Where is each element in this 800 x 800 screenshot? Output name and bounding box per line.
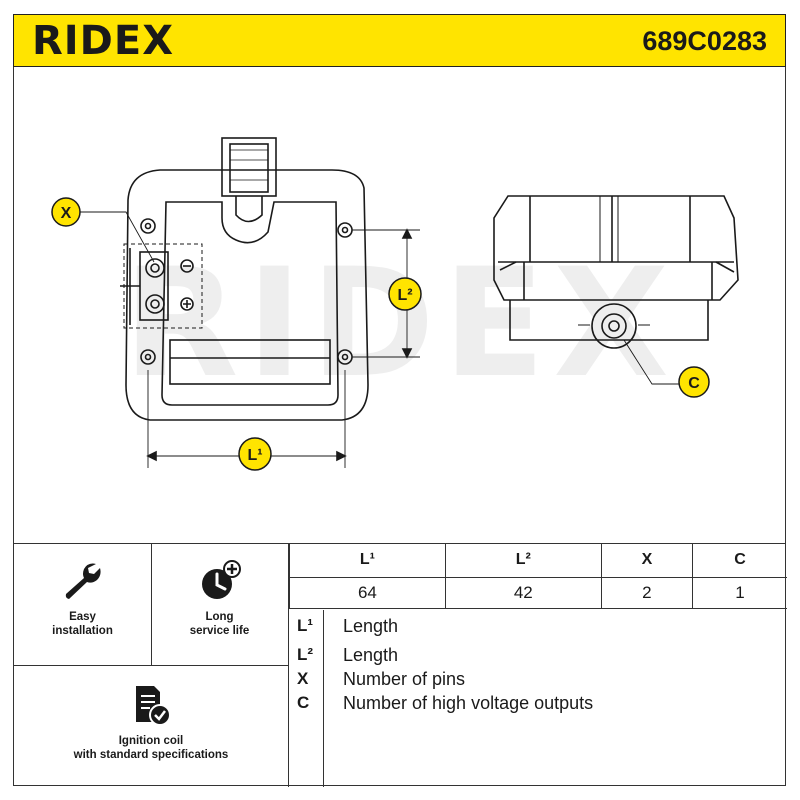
svg-text:L²: L² [397, 287, 412, 304]
specs-value-l2: 42 [444, 577, 602, 609]
header-bar: RIDEX 689C0283 [13, 14, 786, 67]
feature-standard-specifications: Ignition coil with standard specificatio… [14, 682, 288, 762]
legend-value: Length [343, 616, 399, 636]
wrench-icon [65, 563, 101, 599]
specs-header-row: L¹ L² X C [289, 544, 787, 578]
divider [323, 610, 324, 787]
feature-label: Ignition coil [118, 735, 184, 747]
feature-long-service-life: Long service life [151, 558, 288, 638]
feature-label: service life [189, 625, 250, 637]
marker-l2: L² [388, 277, 422, 311]
specs-header-x: X [600, 544, 693, 578]
specs-header-l2: L² [444, 544, 602, 578]
brand-logo: RIDEX [32, 18, 175, 64]
marker-l1: L¹ [238, 437, 272, 471]
legend-key: L² [297, 645, 314, 664]
legend-key: X [297, 669, 309, 688]
watermark-text: RIDEX [123, 237, 677, 411]
divider [288, 544, 289, 787]
marker-c: C [678, 366, 710, 398]
info-panel: Easy installation Long service life Igni… [13, 543, 787, 787]
legend: L¹ Length L² Length X Number of pins C N… [289, 610, 787, 787]
specs-value-c: 1 [692, 577, 787, 609]
side-view [493, 195, 739, 385]
specs-value-x: 2 [600, 577, 693, 609]
legend-key: L¹ [297, 616, 314, 635]
legend-value: Number of high voltage outputs [343, 693, 594, 713]
divider [14, 665, 288, 666]
legend-item: L¹ Length [289, 616, 787, 640]
front-view [78, 137, 420, 468]
technical-drawing-frame [13, 67, 786, 544]
svg-text:X: X [61, 205, 72, 222]
specs-header-c: C [692, 544, 787, 578]
part-number: 689C0283 [642, 26, 767, 56]
legend-item: C Number of high voltage outputs [289, 693, 787, 717]
legend-value: Length [343, 645, 399, 665]
legend-key: C [297, 693, 310, 712]
divider [151, 544, 152, 665]
svg-text:L¹: L¹ [247, 447, 262, 464]
specs-value-row: 64 42 2 1 [289, 577, 787, 609]
svg-text:C: C [688, 375, 700, 392]
document-check-icon [136, 686, 171, 726]
feature-label: with standard specifications [73, 749, 229, 761]
specs-table: L¹ L² X C 64 42 2 1 [289, 544, 787, 609]
feature-label: Easy [69, 611, 96, 623]
feature-easy-installation: Easy installation [14, 558, 151, 638]
legend-value: Number of pins [343, 669, 466, 689]
legend-item: X Number of pins [289, 669, 787, 693]
technical-drawing: RIDEX [51, 137, 739, 471]
feature-label: Long [205, 611, 234, 623]
feature-label: installation [52, 625, 113, 637]
clock-plus-icon [201, 560, 241, 599]
specs-value-l1: 64 [289, 577, 446, 609]
legend-item: L² Length [289, 645, 787, 669]
specs-header-l1: L¹ [289, 544, 446, 578]
marker-x: X [51, 197, 81, 227]
